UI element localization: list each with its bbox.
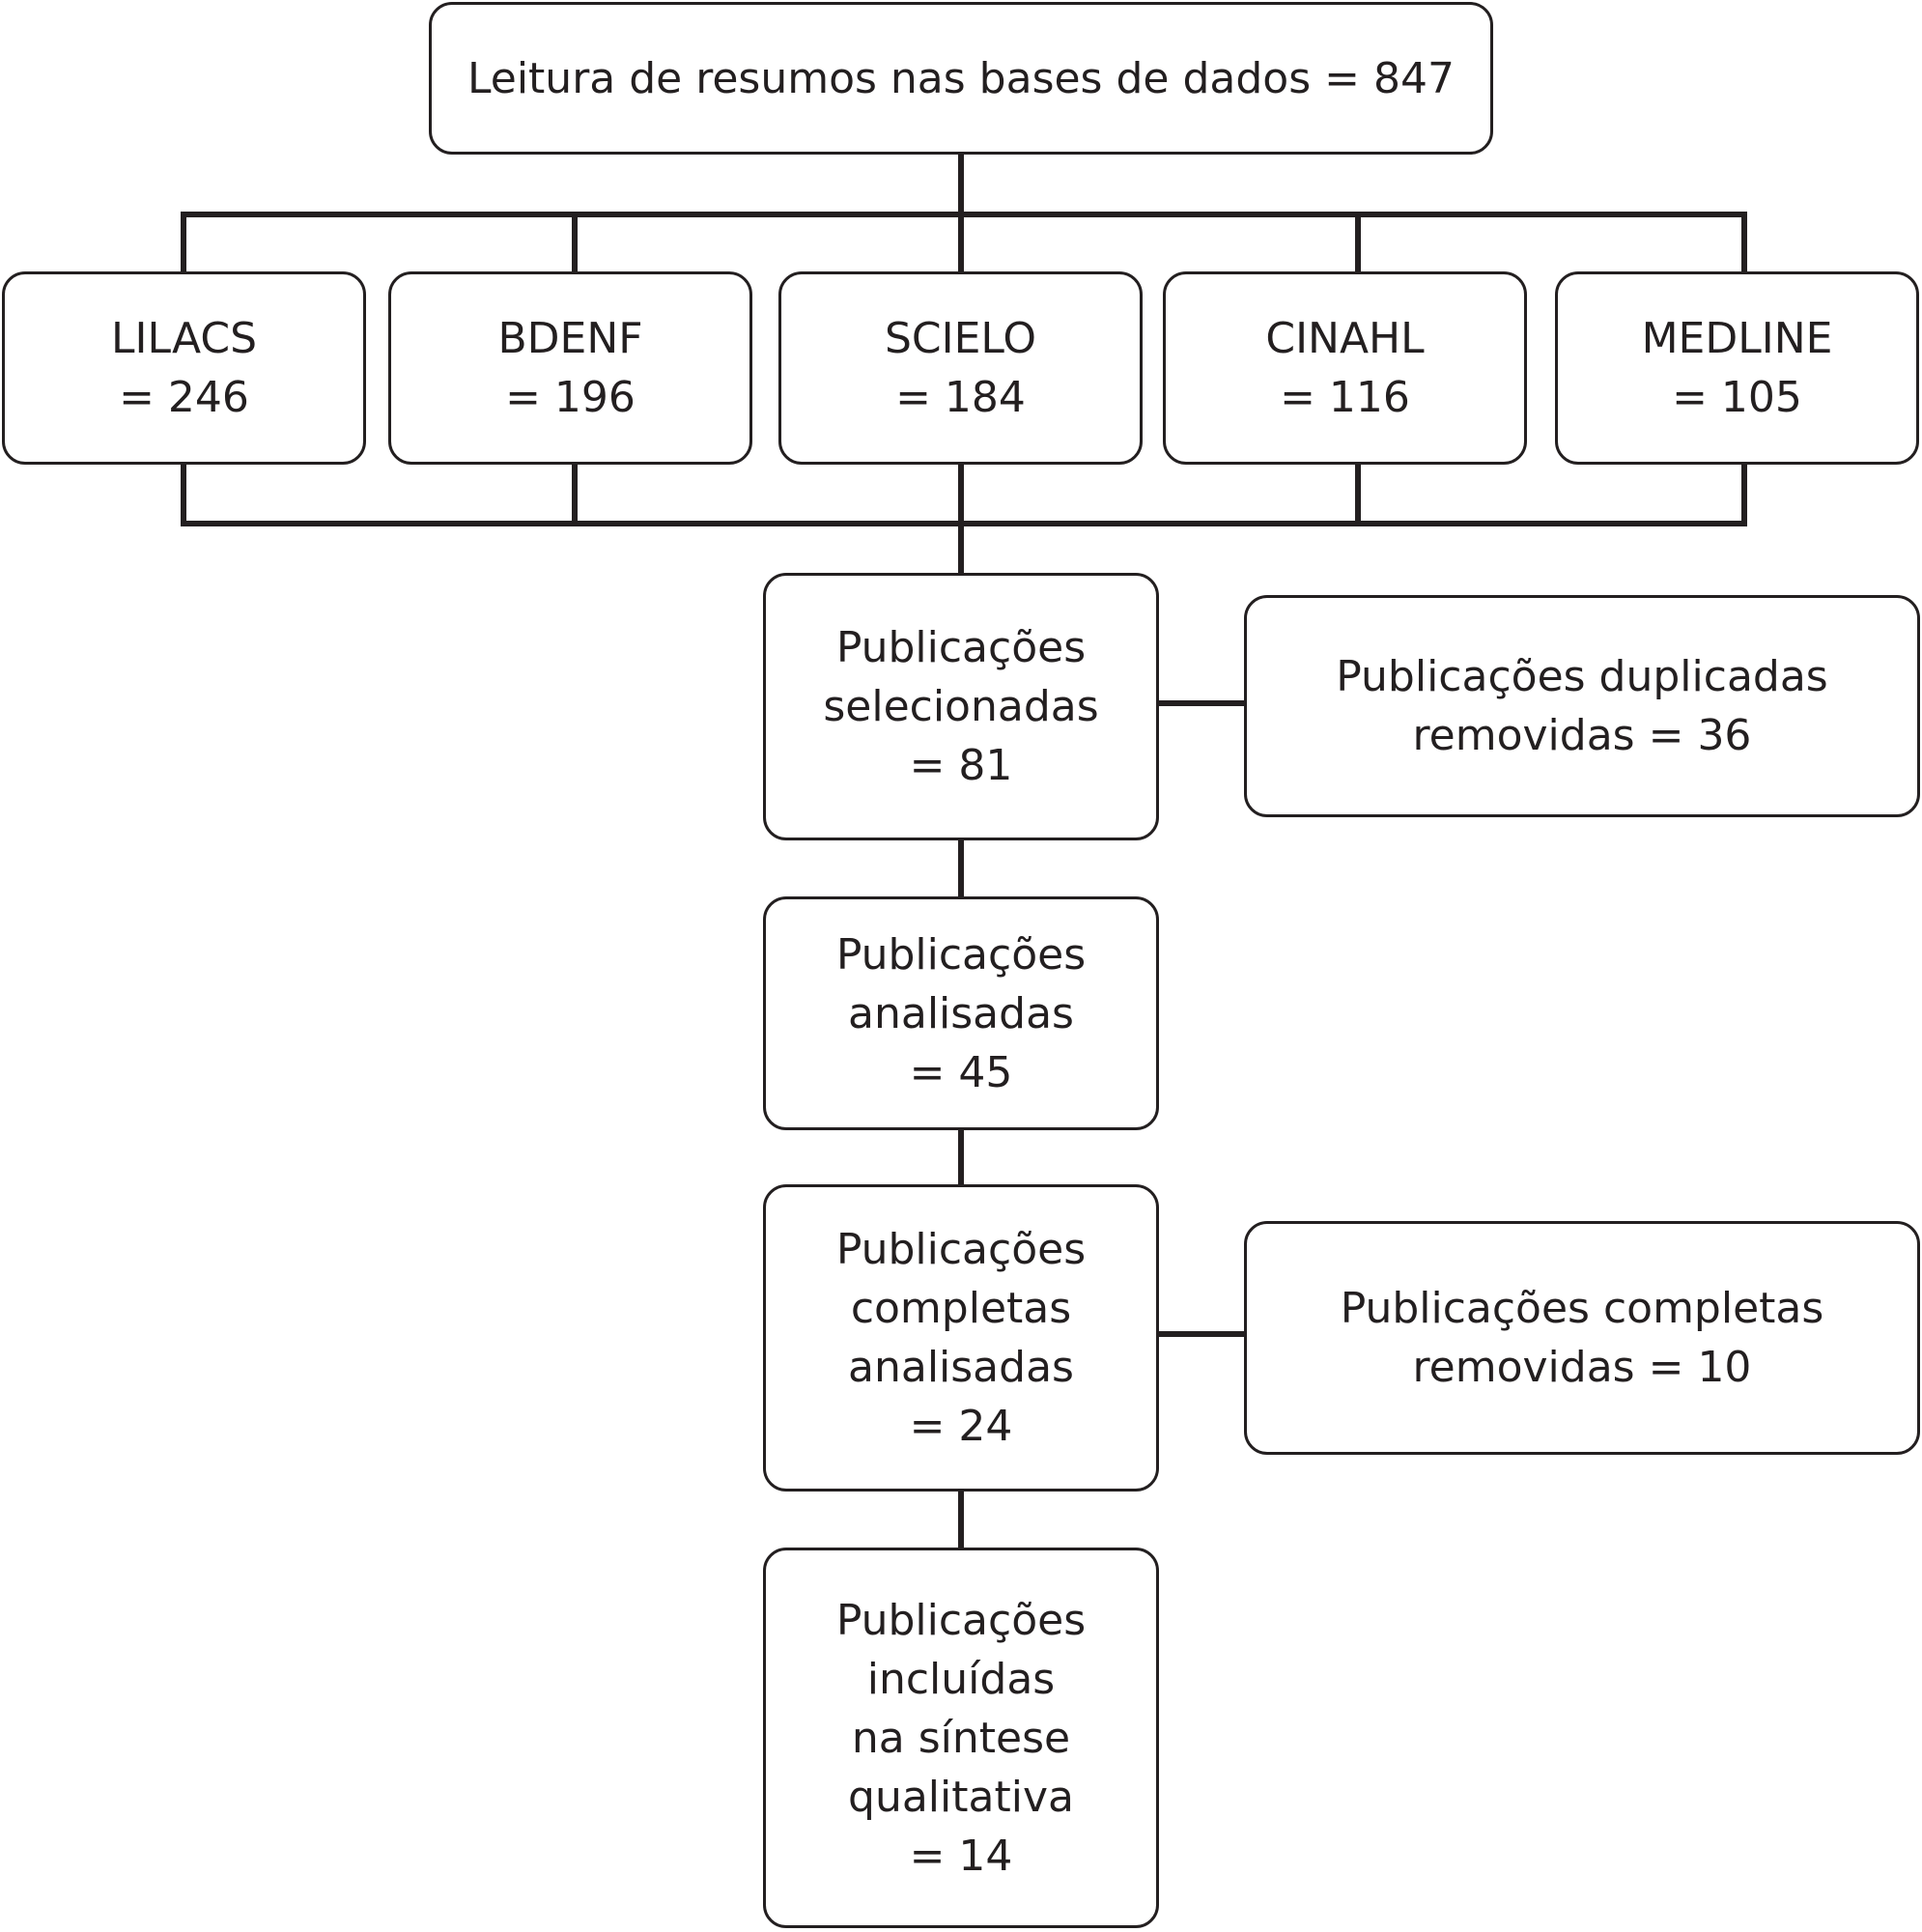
- database-box-scielo: SCIELO = 184: [778, 271, 1143, 465]
- duplicates-line-2: removidas = 36: [1412, 711, 1752, 760]
- database-name: MEDLINE: [1641, 314, 1833, 363]
- full-removed-line-2: removidas = 10: [1412, 1343, 1752, 1392]
- database-count: = 184: [895, 373, 1026, 422]
- selected-publications-box: Publicações selecionadas = 81: [763, 573, 1159, 840]
- included-count: = 14: [909, 1831, 1013, 1881]
- analyzed-publications-box: Publicações analisadas = 45: [763, 896, 1159, 1130]
- analyzed-line-1: Publicações: [835, 929, 1087, 980]
- total-abstracts-value: = 847: [1324, 53, 1455, 103]
- included-line-3: na síntese: [851, 1713, 1071, 1763]
- included-line-2: incluídas: [866, 1654, 1056, 1704]
- selected-line-1: Publicações: [835, 623, 1087, 672]
- analyzed-line-2: analisadas: [848, 988, 1074, 1038]
- database-name: LILACS: [111, 314, 257, 363]
- database-name: SCIELO: [884, 314, 1036, 363]
- full-removed-line-1: Publicações completas: [1340, 1284, 1824, 1333]
- full-analyzed-line-3: analisadas: [848, 1343, 1074, 1392]
- database-box-medline: MEDLINE = 105: [1555, 271, 1919, 465]
- full-analyzed-line-1: Publicações: [835, 1225, 1087, 1274]
- selected-line-2: selecionadas: [823, 682, 1099, 731]
- full-removed-box: Publicações completas removidas = 10: [1244, 1221, 1920, 1455]
- duplicates-line-1: Publicações duplicadas: [1336, 652, 1828, 701]
- included-line-1: Publicações: [835, 1595, 1087, 1645]
- database-count: = 196: [505, 373, 636, 422]
- analyzed-count: = 45: [909, 1047, 1013, 1097]
- total-abstracts-label: Leitura de resumos nas bases de dados: [467, 53, 1312, 103]
- database-name: CINAHL: [1265, 314, 1425, 363]
- duplicates-removed-box: Publicações duplicadas removidas = 36: [1244, 595, 1920, 817]
- database-box-lilacs: LILACS = 246: [2, 271, 366, 465]
- database-box-bdenf: BDENF = 196: [388, 271, 752, 465]
- total-abstracts-box: Leitura de resumos nas bases de dados = …: [429, 2, 1493, 155]
- full-analyzed-publications-box: Publicações completas analisadas = 24: [763, 1184, 1159, 1492]
- database-count: = 246: [119, 373, 249, 422]
- full-analyzed-line-2: completas: [850, 1284, 1072, 1333]
- full-analyzed-count: = 24: [909, 1402, 1013, 1451]
- database-box-cinahl: CINAHL = 116: [1163, 271, 1527, 465]
- included-line-4: qualitativa: [848, 1772, 1074, 1822]
- selected-count: = 81: [909, 741, 1013, 790]
- database-name: BDENF: [497, 314, 643, 363]
- included-publications-box: Publicações incluídas na síntese qualita…: [763, 1548, 1159, 1928]
- database-count: = 116: [1280, 373, 1410, 422]
- database-count: = 105: [1672, 373, 1802, 422]
